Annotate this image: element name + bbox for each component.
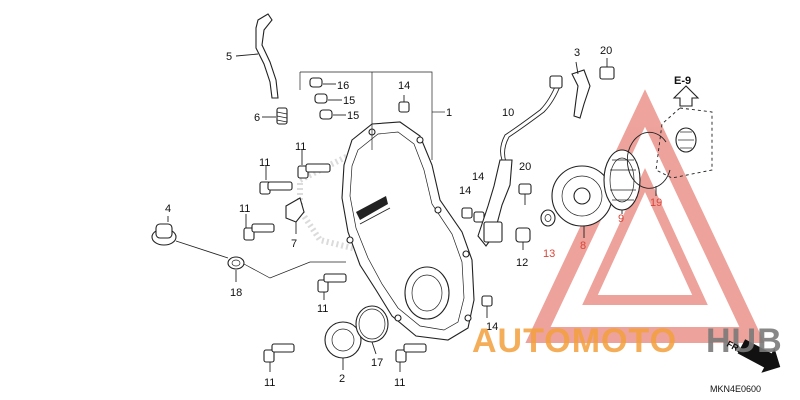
oil-filler-cap	[151, 216, 229, 259]
callout-16: 16	[337, 80, 349, 92]
dowel-pins	[309, 77, 346, 120]
callout-20-a: 20	[600, 45, 612, 57]
callout-15-b: 15	[347, 110, 359, 122]
dowel-14-bottom	[481, 295, 493, 318]
bolt-11-d	[317, 273, 347, 300]
callout-2: 2	[339, 373, 345, 385]
bolt-20-top	[599, 58, 615, 80]
callout-4: 4	[165, 203, 171, 215]
up-arrow-icon	[672, 85, 700, 107]
starter-gear	[551, 165, 613, 238]
callout-5: 5	[226, 51, 232, 63]
dowel-14-mid	[461, 207, 485, 223]
callout-bracket-1	[299, 71, 445, 160]
clip-7	[285, 197, 305, 234]
oil-level-rod	[235, 13, 279, 99]
callout-1: 1	[446, 107, 452, 119]
callout-3: 3	[574, 47, 580, 59]
bolt-11-a	[259, 166, 293, 195]
section-ref-label: E-9	[674, 75, 691, 87]
callout-14-b: 14	[459, 185, 471, 197]
washer-13	[540, 209, 556, 227]
callout-12: 12	[516, 257, 528, 269]
callout-10: 10	[502, 107, 514, 119]
callout-19: 19	[650, 197, 662, 209]
o-ring-17	[355, 305, 389, 355]
diagram-code: MKN4E0600	[710, 384, 761, 394]
callout-11-c: 11	[239, 203, 250, 215]
bolt-11-c	[243, 214, 275, 241]
callout-11-e: 11	[264, 377, 275, 389]
callout-6: 6	[254, 112, 260, 124]
callout-20-b: 20	[519, 161, 531, 173]
bolt-11-f	[395, 343, 427, 372]
o-ring-18	[227, 256, 346, 282]
callout-11-a: 11	[259, 157, 270, 169]
bolt-11-b	[297, 150, 331, 179]
callout-11-d: 11	[317, 303, 328, 315]
bolt-20-lower	[518, 183, 532, 205]
bolt-11-e	[263, 343, 295, 372]
right-crankcase-cover	[341, 121, 475, 341]
plug-2	[324, 321, 362, 370]
sensor-cable	[477, 75, 563, 247]
clamp-bracket	[571, 61, 591, 119]
spring	[262, 107, 288, 125]
callout-11-f: 11	[394, 377, 405, 389]
section-ref-box	[655, 85, 713, 179]
watermark-text-primary: AUTOMOTO	[472, 322, 677, 360]
callout-17: 17	[371, 357, 383, 369]
callout-9: 9	[618, 213, 624, 225]
callout-11-b: 11	[295, 141, 306, 153]
callout-18: 18	[230, 287, 242, 299]
callout-13: 13	[543, 248, 555, 260]
front-direction-arrow	[737, 339, 781, 373]
one-way-clutch	[603, 149, 641, 214]
bolt-12	[515, 227, 531, 250]
snap-ring	[626, 131, 671, 196]
watermark-text-secondary: HUB	[706, 322, 783, 360]
dowel-14-top	[398, 95, 410, 113]
callout-14-a: 14	[398, 80, 410, 92]
callout-14-c: 14	[472, 171, 484, 183]
callout-7: 7	[291, 238, 297, 250]
callout-15-a: 15	[343, 95, 355, 107]
callout-14-d: 14	[486, 321, 498, 333]
callout-8: 8	[580, 240, 586, 252]
